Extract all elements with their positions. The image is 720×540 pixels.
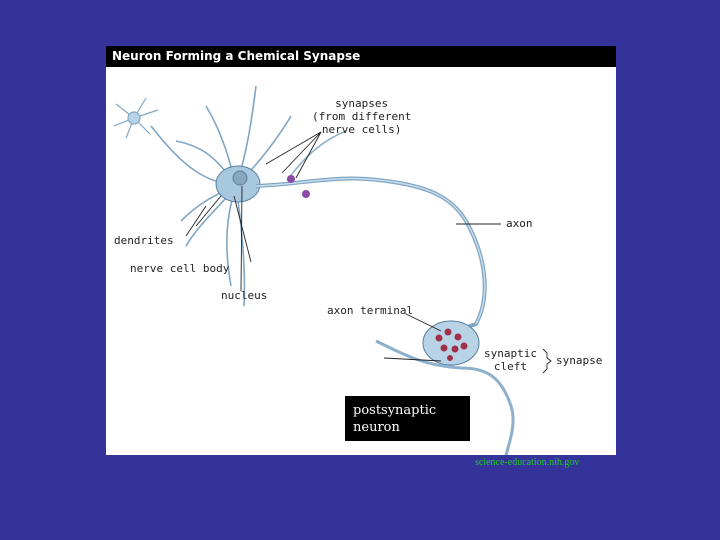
distant-neuron	[113, 97, 159, 139]
dendrites-label: dendrites	[114, 234, 174, 247]
cell-body-label: nerve cell body	[130, 262, 230, 275]
synapse-label: synapse	[556, 354, 603, 367]
axon-terminal-shape	[422, 320, 480, 366]
source-credit: science-education.nih.gov	[475, 457, 580, 468]
diagram-panel: Neuron Forming a Chemical Synapse	[106, 46, 616, 455]
axon-label: axon	[506, 217, 533, 230]
panel-header: Neuron Forming a Chemical Synapse	[106, 46, 616, 67]
postsynaptic-membrane	[375, 339, 515, 455]
nucleus-shape	[232, 170, 248, 186]
diagram-title: Neuron Forming a Chemical Synapse	[112, 49, 361, 63]
leader-lines	[185, 131, 552, 374]
nucleus-label: nucleus	[221, 289, 268, 302]
postsynaptic-box: postsynaptic neuron	[345, 396, 470, 441]
axon-terminal-label: axon terminal	[327, 304, 414, 317]
synapses-label: synapses (from different nerve cells)	[312, 97, 412, 136]
neuron-illustration	[113, 85, 552, 455]
synaptic-cleft-label: synaptic cleft	[484, 347, 537, 373]
postsynaptic-label: postsynaptic neuron	[353, 403, 437, 435]
